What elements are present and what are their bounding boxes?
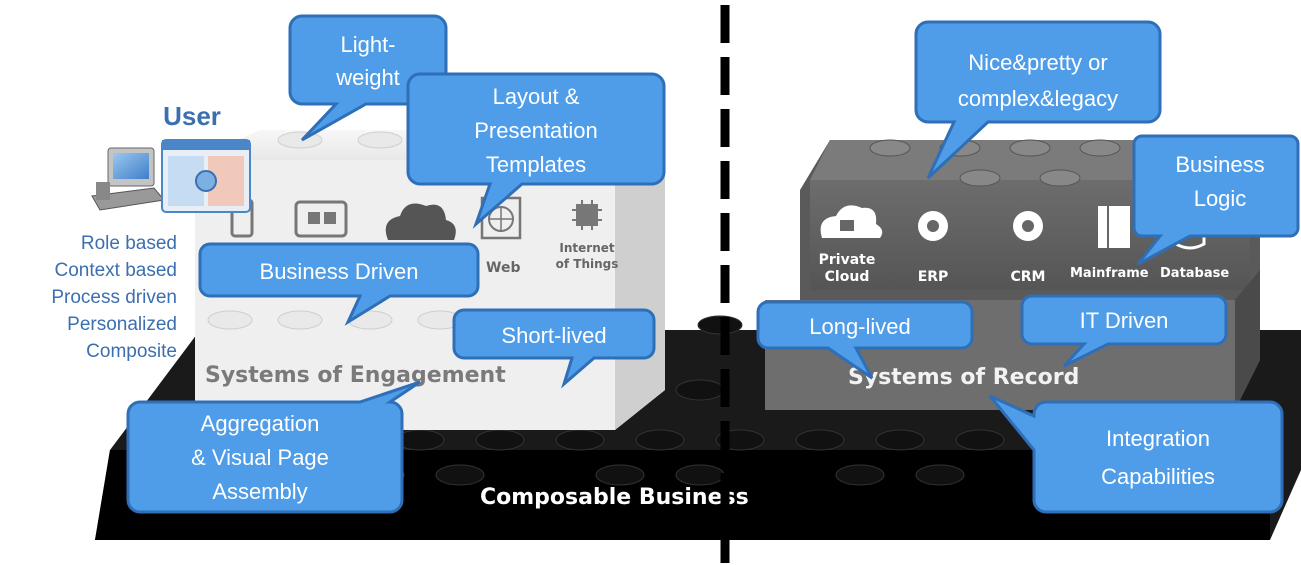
web-label: Web xyxy=(486,260,520,276)
callout-layout-line3: Templates xyxy=(486,152,586,177)
database-label: Database xyxy=(1160,266,1229,281)
callout-layout-line2: Presentation xyxy=(474,118,598,143)
mainframe-icon: Mainframe xyxy=(1070,206,1149,281)
callout-nice-pretty: Nice&pretty or complex&legacy xyxy=(914,20,1162,180)
callout-integration-line1: Integration xyxy=(1106,426,1210,451)
trait-2: Process driven xyxy=(51,287,177,308)
callout-layout: Layout & Presentation Templates xyxy=(406,72,666,229)
callout-integration-line2: Capabilities xyxy=(1101,464,1215,489)
callout-aggregation: Aggregation & Visual Page Assembly xyxy=(126,380,421,514)
callout-long-lived: Long-lived xyxy=(756,300,974,380)
callout-short-lived-line1: Short-lived xyxy=(501,323,606,348)
chip-icon: Internet of Things xyxy=(556,200,619,271)
callout-lightweight-line2: weight xyxy=(335,65,400,90)
lock-cloud-icon: Private Cloud xyxy=(819,205,883,285)
iot-label-line2: of Things xyxy=(556,257,619,271)
callout-aggregation-line3: Assembly xyxy=(212,479,307,504)
erp-label: ERP xyxy=(918,269,949,285)
callout-business-logic-line2: Logic xyxy=(1194,186,1247,211)
iot-label-line1: Internet xyxy=(559,241,614,255)
trait-0: Role based xyxy=(81,233,177,254)
engagement-title: Systems of Engagement xyxy=(205,363,506,388)
callout-it-driven-line1: IT Driven xyxy=(1080,308,1169,333)
trait-3: Personalized xyxy=(67,314,177,335)
user-area: User Role based Context based Process dr… xyxy=(51,101,251,362)
gear-icon-erp: ERP xyxy=(918,211,949,285)
cloud-icon xyxy=(385,203,456,240)
callout-short-lived: Short-lived xyxy=(452,308,656,389)
base-title: Composable Business xyxy=(480,485,749,510)
callout-business-driven: Business Driven xyxy=(198,242,480,326)
portal-window-icon xyxy=(161,139,251,213)
engagement-icons: Web Internet of Things xyxy=(230,196,619,276)
crm-label: CRM xyxy=(1011,269,1046,285)
callout-business-driven-line1: Business Driven xyxy=(260,259,419,284)
callout-lightweight: Light- weight xyxy=(288,14,448,142)
video-icon xyxy=(294,200,348,238)
mainframe-label: Mainframe xyxy=(1070,266,1149,281)
private-label-line2: Cloud xyxy=(825,269,870,285)
computer-icon xyxy=(91,147,165,211)
trait-1: Context based xyxy=(54,260,177,281)
record-icons: Private Cloud ERP CRM Mainframe Database xyxy=(819,205,1229,285)
callout-lightweight-line1: Light- xyxy=(340,32,395,57)
callout-aggregation-line2: & Visual Page xyxy=(191,445,329,470)
callout-business-logic-line1: Business xyxy=(1175,152,1264,177)
user-title: User xyxy=(163,101,221,131)
gear-icon-crm: CRM xyxy=(1011,211,1046,285)
private-label-line1: Private xyxy=(819,252,876,268)
callout-aggregation-line1: Aggregation xyxy=(201,411,320,436)
record-title: Systems of Record xyxy=(848,365,1079,390)
callout-nice-pretty-line1: Nice&pretty or xyxy=(968,50,1107,75)
callout-integration: Integration Capabilities xyxy=(988,394,1284,514)
callout-business-logic: Business Logic xyxy=(1132,134,1300,266)
callout-it-driven: IT Driven xyxy=(1020,294,1228,368)
callout-layout-line1: Layout & xyxy=(493,84,580,109)
callouts: Light- weight Layout & Presentation Temp… xyxy=(126,14,1300,514)
user-traits: Role based Context based Process driven … xyxy=(51,233,177,362)
callout-nice-pretty-line2: complex&legacy xyxy=(958,86,1118,111)
callout-long-lived-line1: Long-lived xyxy=(809,314,911,339)
trait-4: Composite xyxy=(86,341,177,362)
